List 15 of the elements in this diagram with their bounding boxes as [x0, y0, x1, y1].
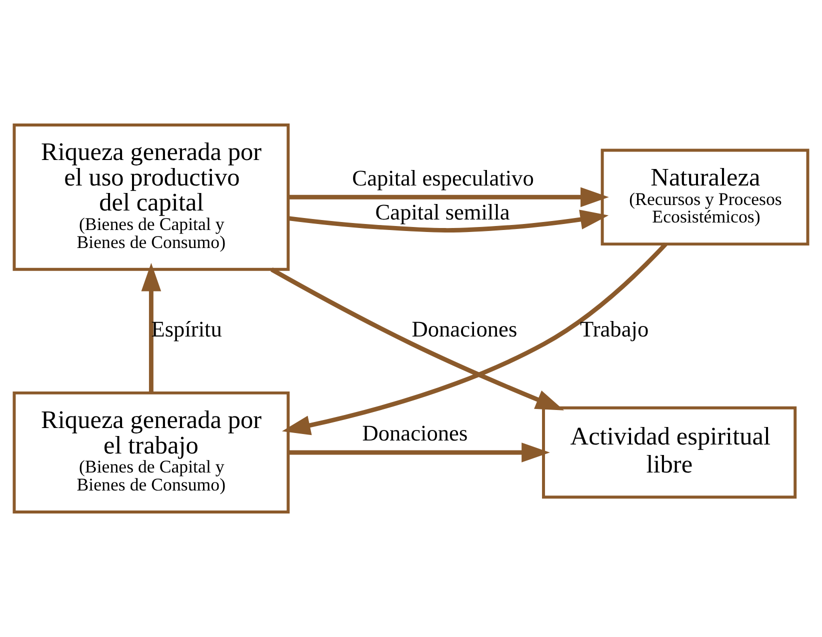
arrow	[288, 442, 550, 462]
edge-label: Trabajo	[580, 316, 649, 342]
node-box: Actividad espiritual libre	[542, 406, 797, 499]
arrow	[141, 262, 162, 393]
arrow	[270, 268, 564, 410]
edge-label: Capital semilla	[375, 199, 510, 224]
edge-label: Donaciones	[362, 420, 468, 446]
node-box: Naturaleza (Recursos y Procesos Ecosistémicos)	[600, 148, 810, 246]
edge-label: Donaciones	[412, 316, 518, 342]
node-box: Riqueza generada por el trabajo (Bienes de Capital y Bienes de Consumo)	[12, 391, 290, 514]
arrow	[288, 187, 609, 208]
arrow	[288, 210, 609, 233]
edge-label: Capital especulativo	[352, 165, 534, 190]
arrow	[282, 242, 668, 436]
node-box: Riqueza generada por el uso productivo del capital (Bienes de Capital y Bienes de Consumo)	[12, 123, 290, 271]
